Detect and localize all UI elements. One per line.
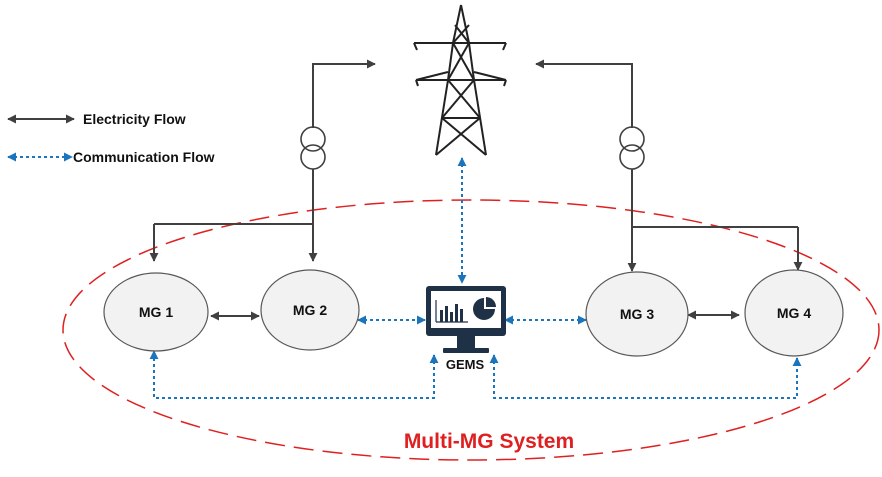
transformer-icon <box>619 126 645 170</box>
system-label: Multi-MG System <box>404 430 574 453</box>
right-feeder <box>535 59 803 272</box>
communication-links <box>149 157 802 399</box>
system-boundary <box>62 199 880 461</box>
left-feeder <box>149 59 376 262</box>
legend: Electricity Flow Communication Flow <box>7 111 215 165</box>
mg-node-1-label: MG 1 <box>139 304 173 320</box>
right-feed-line <box>535 59 633 128</box>
mg-node-2-label: MG 2 <box>293 302 327 318</box>
gems-controller[interactable]: GEMS <box>426 286 506 372</box>
comm-link-gems-mg4 <box>489 354 802 399</box>
mg-node-4[interactable]: MG 4 <box>744 269 844 357</box>
mg-node-1[interactable]: MG 1 <box>103 272 209 352</box>
legend-communication-label: Communication Flow <box>73 149 215 165</box>
mg-node-3[interactable]: MG 3 <box>585 271 689 357</box>
mg-node-4-label: MG 4 <box>777 305 811 321</box>
left-feed-line <box>312 59 376 128</box>
gems-label: GEMS <box>446 357 485 372</box>
transmission-tower-icon <box>413 4 507 156</box>
mg-node-2[interactable]: MG 2 <box>260 269 360 351</box>
mg-node-3-label: MG 3 <box>620 306 654 322</box>
comm-link-gems-mg1 <box>149 350 439 399</box>
monitor-dashboard-icon <box>426 286 506 353</box>
transformer-icon <box>300 126 326 170</box>
legend-electricity-label: Electricity Flow <box>83 111 186 127</box>
